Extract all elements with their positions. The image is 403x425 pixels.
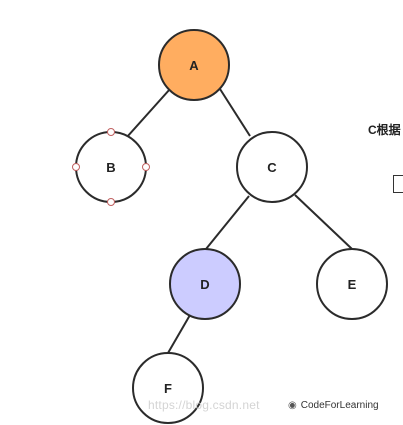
resize-handle-top[interactable] [107, 128, 115, 136]
node-b-label: B [106, 160, 115, 175]
edge-d-f [167, 314, 191, 354]
node-f-shape[interactable] [132, 352, 204, 424]
resize-handle-bottom[interactable] [107, 198, 115, 206]
node-a-label: A [189, 58, 199, 73]
watermark-brand: ◉ CodeForLearning [288, 400, 379, 411]
edge-c-e [294, 194, 353, 250]
watermark-url: https://blog.csdn.net [148, 398, 260, 412]
edge-a-c [219, 88, 251, 137]
node-d-label: D [200, 277, 209, 292]
nodes: A B C D E F [72, 29, 388, 424]
resize-handle-left[interactable] [72, 163, 80, 171]
node-c-shape[interactable] [236, 131, 308, 203]
watermark-brand-label: CodeForLearning [300, 400, 379, 411]
node-c[interactable]: C [236, 131, 308, 203]
side-annotation-text: C根据 [368, 123, 401, 137]
wechat-icon: ◉ [288, 400, 297, 411]
side-shape-fragment [393, 175, 403, 193]
node-f-label: F [164, 381, 172, 396]
node-e[interactable]: E [316, 248, 388, 320]
node-a[interactable]: A [158, 29, 230, 101]
resize-handle-right[interactable] [142, 163, 150, 171]
node-d-shape[interactable] [169, 248, 241, 320]
node-b[interactable]: B [72, 128, 150, 206]
edges [126, 88, 353, 354]
node-d[interactable]: D [169, 248, 241, 320]
edge-a-b [126, 88, 171, 138]
edge-c-d [205, 195, 250, 250]
node-a-shape[interactable] [158, 29, 230, 101]
node-f[interactable]: F [132, 352, 204, 424]
node-e-shape[interactable] [316, 248, 388, 320]
node-e-label: E [348, 277, 357, 292]
node-c-label: C [267, 160, 277, 175]
